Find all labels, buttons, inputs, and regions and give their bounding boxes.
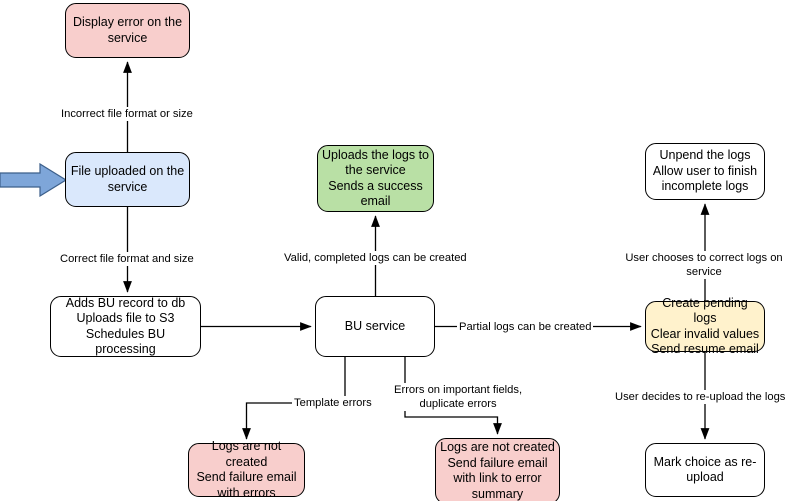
node-logs-not-created-with-link[interactable]: Logs are not created Send failure email … — [435, 438, 560, 501]
edge-label-errors-important-fields: Errors on important fields, duplicate er… — [392, 383, 525, 411]
node-uploads-logs-success[interactable]: Uploads the logs to the service Sends a … — [317, 145, 434, 212]
edge-label-partial-logs: Partial logs can be created — [457, 320, 594, 334]
edge-label-template-errors: Template errors — [292, 396, 374, 410]
node-unpend-logs[interactable]: Unpend the logs Allow user to finish inc… — [645, 143, 765, 200]
node-adds-bu-record[interactable]: Adds BU record to db Uploads file to S3 … — [50, 296, 201, 357]
node-create-pending-logs[interactable]: Create pending logs Clear invalid values… — [645, 296, 765, 356]
edge-label-valid-completed-logs: Valid, completed logs can be created — [282, 251, 469, 265]
edge-label-user-reupload: User decides to re-upload the logs — [613, 390, 788, 404]
node-logs-not-created-with-errors[interactable]: Logs are not created Send failure email … — [188, 439, 305, 500]
node-mark-choice-as-reupload[interactable]: Mark choice as re- upload — [645, 443, 765, 497]
edge-label-user-corrects-logs: User chooses to correct logs on service — [607, 251, 801, 279]
entry-arrow — [0, 163, 68, 197]
node-file-uploaded-on-the-service[interactable]: File uploaded on the service — [65, 152, 190, 207]
edge-label-correct-file-format: Correct file format and size — [58, 252, 196, 266]
edge-label-incorrect-file-format: Incorrect file format or size — [59, 107, 195, 121]
node-display-error[interactable]: Display error on the service — [65, 3, 190, 58]
node-bu-service[interactable]: BU service — [315, 296, 435, 357]
